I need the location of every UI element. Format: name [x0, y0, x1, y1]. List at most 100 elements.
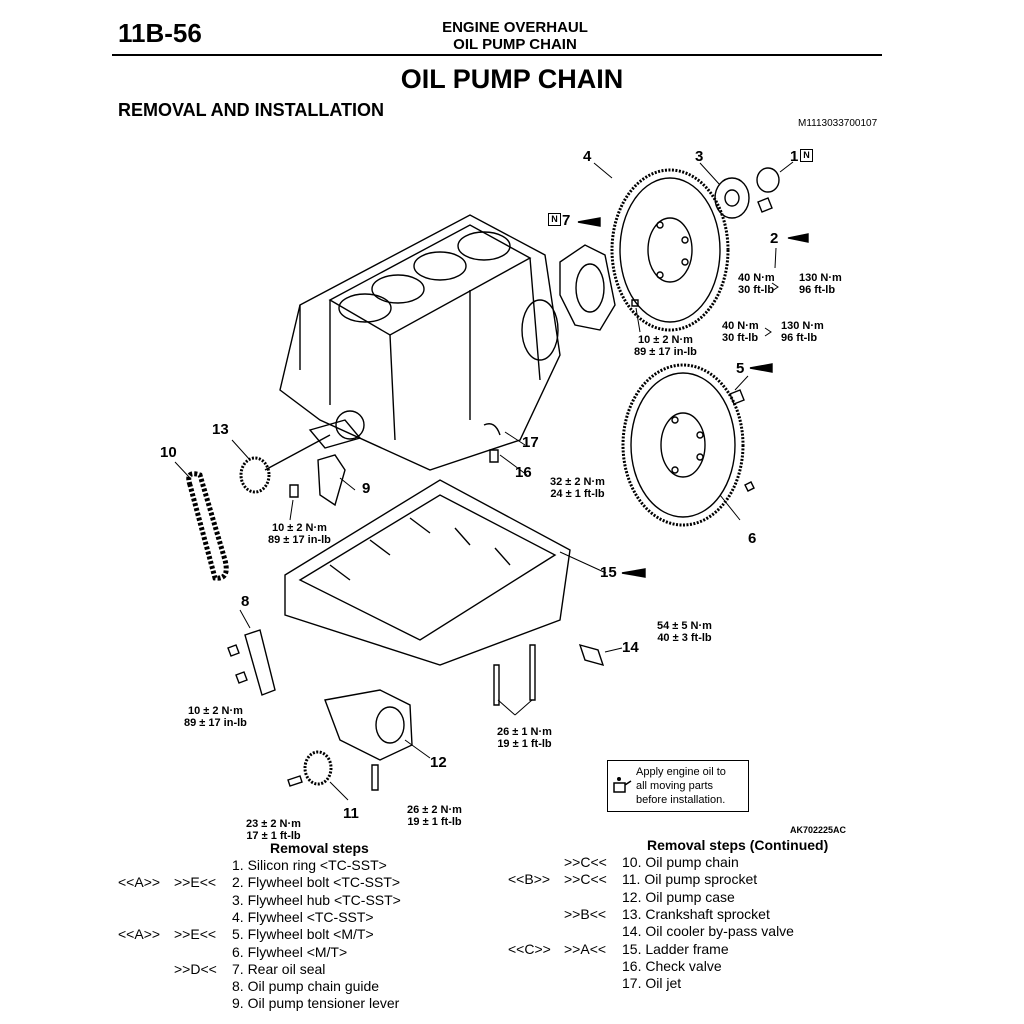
callout-3: 3 — [695, 148, 704, 165]
exploded-engine-diagram — [174, 161, 809, 801]
callout-10: 10 — [160, 444, 177, 461]
step-text: 4. Flywheel <TC-SST> — [232, 908, 374, 925]
oil-pump-case-drawing — [324, 689, 413, 761]
header-rule — [112, 54, 882, 56]
callout-14: 14 — [622, 639, 639, 656]
header-section: ENGINE OVERHAUL OIL PUMP CHAIN — [400, 19, 630, 53]
step-text: 12. Oil pump case — [622, 888, 735, 905]
figure-code: AK702225AC — [790, 825, 847, 835]
callout-16: 16 — [515, 464, 532, 481]
step-procedure-ref-installation: >>C<< — [564, 854, 607, 870]
new-part-icon: N — [800, 149, 813, 162]
callout-7: 7 — [562, 212, 571, 229]
step-text: 2. Flywheel bolt <TC-SST> — [232, 874, 401, 891]
callout-11: 11 — [343, 805, 359, 822]
crankshaft-sprocket-drawing — [239, 456, 271, 494]
step-row: 12. Oil pump case — [508, 889, 828, 906]
step-row: 1. Silicon ring <TC-SST> — [118, 857, 438, 874]
step-procedure-ref-removal: <<C>> — [508, 940, 551, 957]
step-row: 14. Oil cooler by-pass valve — [508, 923, 828, 940]
step-procedure-ref-installation: >>B<< — [564, 905, 607, 922]
step-row: <<A>> >>E<< 5. Flywheel bolt <M/T> — [118, 926, 438, 943]
oil-can-icon — [613, 777, 632, 793]
chain-guide-drawing — [244, 629, 276, 696]
callout-12: 12 — [430, 754, 447, 771]
removal-steps-continued-heading: Removal steps (Continued) — [647, 837, 829, 853]
step-row: 4. Flywheel <TC-SST> — [118, 909, 438, 926]
step-text: 15. Ladder frame — [622, 940, 729, 957]
oil-pump-sprocket-drawing — [303, 750, 333, 786]
removal-steps-continued-list: >>C<< 10. Oil pump chain <<B>> >>C<< 11. Oil… — [508, 854, 828, 999]
silicon-ring-drawing — [756, 167, 780, 193]
callout-15: 15 — [600, 564, 617, 581]
header-section-title: ENGINE OVERHAUL — [442, 19, 588, 36]
flywheel-hub-drawing — [714, 177, 750, 219]
step-procedure-ref-installation: >>C<< — [564, 871, 607, 888]
tensioner-lever-drawing — [317, 454, 346, 507]
step-text: 3. Flywheel hub <TC-SST> — [232, 891, 401, 908]
callout-13: 13 — [212, 421, 229, 438]
step-row: 3. Flywheel hub <TC-SST> — [118, 892, 438, 909]
step-row: 9. Oil pump tensioner lever — [118, 995, 438, 1012]
step-text: 5. Flywheel bolt <M/T> — [232, 926, 374, 943]
callout-17: 17 — [522, 434, 539, 451]
step-procedure-ref-installation: >>D<< — [174, 960, 217, 977]
step-text: 7. Rear oil seal — [232, 960, 326, 977]
section-subtitle: REMOVAL AND INSTALLATION — [118, 100, 384, 120]
step-row: >>C<< 10. Oil pump chain — [508, 854, 828, 871]
flywheel-6-drawing — [621, 363, 745, 527]
step-text: 1. Silicon ring <TC-SST> — [232, 857, 387, 873]
step-text: 14. Oil cooler by-pass valve — [622, 923, 794, 940]
new-part-icon: N — [548, 213, 561, 226]
step-procedure-ref-installation: >>A<< — [564, 940, 607, 957]
removal-steps-heading: Removal steps — [270, 840, 369, 856]
callout-9: 9 — [362, 480, 371, 497]
step-text: 17. Oil jet — [622, 975, 682, 992]
reference-code: M1113033700107 — [798, 118, 878, 129]
step-text: 13. Crankshaft sprocket — [622, 905, 770, 922]
step-row: >>D<< 7. Rear oil seal — [118, 961, 438, 978]
oil-pump-chain-drawing — [186, 471, 229, 581]
page-title: OIL PUMP CHAIN — [400, 64, 624, 94]
flywheel-4-drawing — [610, 168, 730, 332]
callout-6: 6 — [748, 530, 757, 547]
callout-8: 8 — [241, 593, 250, 610]
step-text: 10. Oil pump chain — [622, 854, 739, 870]
engine-block-drawing — [279, 214, 561, 471]
step-procedure-ref-installation: >>E<< — [174, 874, 217, 891]
step-row: <<B>> >>C<< 11. Oil pump sprocket — [508, 871, 828, 888]
step-text: 11. Oil pump sprocket — [622, 871, 758, 888]
step-row: 17. Oil jet — [508, 975, 828, 992]
callout-1: 1 — [790, 148, 799, 165]
step-text: 8. Oil pump chain guide — [232, 978, 380, 995]
ladder-frame-drawing — [284, 479, 571, 666]
callout-2: 2 — [770, 230, 779, 247]
step-row: <<C>> >>A<< 15. Ladder frame — [508, 941, 828, 958]
step-procedure-ref-removal: <<A>> — [118, 874, 161, 891]
callout-4: 4 — [583, 148, 592, 165]
step-row: 8. Oil pump chain guide — [118, 978, 438, 995]
step-procedure-ref-installation: >>E<< — [174, 926, 217, 943]
page-number: 11B-56 — [118, 18, 202, 48]
step-procedure-ref-removal: <<A>> — [118, 926, 161, 943]
callout-5: 5 — [736, 360, 745, 377]
step-row: 16. Check valve — [508, 958, 828, 975]
rear-oil-seal-drawing — [559, 244, 616, 331]
step-text: 16. Check valve — [622, 957, 722, 974]
removal-steps-list: 1. Silicon ring <TC-SST> <<A>> >>E<< 2. Fly… — [118, 857, 438, 1017]
step-row: 6. Flywheel <M/T> — [118, 944, 438, 961]
step-procedure-ref-removal: <<B>> — [508, 871, 551, 888]
step-text: 9. Oil pump tensioner lever — [232, 995, 400, 1012]
engine-oil-note-box — [607, 760, 749, 812]
